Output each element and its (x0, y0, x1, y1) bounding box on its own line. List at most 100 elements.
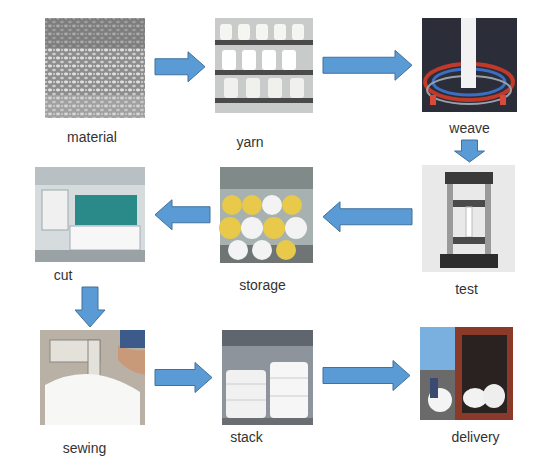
cut-photo-part (35, 167, 145, 262)
process-step: cut (35, 167, 145, 285)
material-photo-part (45, 18, 145, 118)
cut-photo-part (42, 190, 68, 230)
test-photo-part (422, 165, 515, 272)
storage-photo-part (219, 217, 241, 239)
storage-photo-part (263, 217, 285, 239)
yarn-photo-part (215, 18, 313, 113)
storage-photo-part (252, 240, 272, 260)
flow-arrow (75, 287, 105, 327)
weave-photo-part (461, 18, 476, 88)
yarn-photo-part (224, 78, 238, 98)
storage-photo-part (242, 195, 262, 215)
material-photo-part (45, 95, 145, 118)
step-label: cut (8, 266, 118, 284)
step-label: weave (422, 119, 517, 137)
process-step: yarn (215, 18, 313, 150)
yarn-photo-part (274, 24, 286, 40)
process-step: sewing (40, 330, 145, 456)
sewing-photo-part (120, 330, 145, 348)
yarn-photo-part (292, 24, 304, 40)
stack-photo-part (270, 378, 308, 379)
yarn-photo-part (215, 98, 313, 103)
delivery-photo-part (430, 378, 438, 398)
step-label: storage (216, 276, 309, 294)
cut-photo-part (35, 250, 145, 262)
process-step: material (45, 18, 145, 148)
sewing-photo-part (118, 345, 145, 375)
stack-photo-part (222, 418, 313, 425)
stack-photo-part (222, 330, 313, 346)
test-photo-part (466, 207, 472, 237)
yarn-photo-part (238, 24, 250, 40)
process-step: test (422, 165, 515, 297)
stack-photo-part (222, 330, 313, 425)
sewing-photo-part (40, 330, 145, 425)
weave-photo-part (422, 18, 517, 112)
step-label: yarn (201, 133, 299, 151)
flow-arrow (155, 363, 212, 393)
yarn-photo-part (215, 40, 313, 45)
storage-photo-part (262, 195, 282, 215)
yarn-photo-part (222, 50, 236, 70)
cut-photo-part (35, 167, 145, 185)
weave-photo-part (430, 95, 436, 105)
flow-arrow (323, 202, 412, 232)
storage-photo-part (241, 217, 263, 239)
delivery-photo-part (420, 327, 513, 420)
material-photo (45, 18, 145, 118)
test-photo (422, 165, 515, 272)
step-label: test (420, 280, 513, 298)
material-photo-part (45, 18, 145, 48)
flow-arrow (155, 52, 205, 82)
storage-photo (219, 167, 313, 263)
yarn-photo-part (220, 24, 232, 40)
yarn-photo-part (242, 50, 256, 70)
yarn-photo-part (268, 78, 282, 98)
flow-arrow (323, 361, 410, 391)
stack-photo-part (270, 396, 308, 397)
step-label: sewing (32, 439, 137, 457)
cut-photo-part (70, 226, 140, 250)
test-photo-part (440, 254, 498, 268)
yarn-photo (215, 18, 313, 113)
yarn-photo-part (215, 70, 313, 75)
storage-photo-part (282, 195, 302, 215)
stack-photo-part (270, 362, 308, 418)
weave-photo-part (500, 95, 506, 105)
storage-photo-part (285, 217, 307, 239)
test-photo-part (453, 200, 485, 207)
storage-photo-part (228, 240, 248, 260)
delivery-photo-part (455, 327, 513, 420)
cut-photo (35, 167, 145, 262)
yarn-photo-part (246, 78, 260, 98)
storage-photo-part (220, 167, 313, 189)
stack-photo-part (226, 370, 266, 418)
sewing-photo-part (45, 374, 140, 425)
storage-photo-part (220, 167, 313, 263)
storage-photo-part (276, 240, 296, 260)
yarn-photo-part (282, 50, 296, 70)
cut-photo-part (75, 195, 137, 225)
process-step: stack (222, 330, 313, 446)
storage-photo-part (222, 195, 242, 215)
test-photo-part (485, 184, 491, 254)
flow-arrow (323, 50, 412, 80)
delivery-photo-part (483, 384, 505, 408)
test-photo-part (447, 184, 453, 254)
yarn-photo-part (256, 24, 268, 40)
delivery-photo (420, 327, 513, 420)
process-step: delivery (420, 327, 513, 445)
step-label: delivery (429, 428, 522, 446)
flow-arrow (455, 140, 485, 162)
sewing-photo-part (88, 340, 100, 380)
stack-photo-part (226, 400, 266, 401)
sewing-photo (40, 330, 145, 425)
test-photo-part (453, 237, 485, 244)
flow-arrow (155, 200, 210, 230)
test-photo-part (445, 172, 493, 184)
process-step: storage (220, 167, 313, 295)
step-label: material (42, 128, 142, 146)
yarn-photo-part (290, 78, 304, 98)
